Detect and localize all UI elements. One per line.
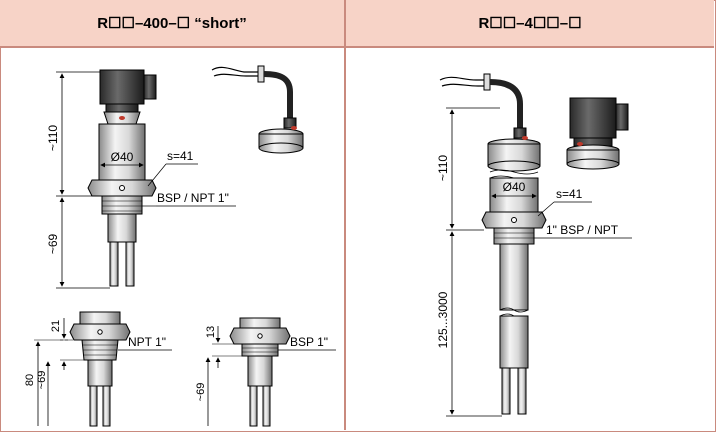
- connector-plug: [143, 74, 157, 100]
- fork-tine-left: [109, 241, 119, 287]
- column-divider: [344, 0, 346, 430]
- dim-thread-bsp: 13: [205, 326, 217, 338]
- dim-length-short: ~69: [46, 233, 60, 254]
- dim-thread-npt: 21: [50, 320, 62, 332]
- connector-head-long: [569, 97, 617, 139]
- diameter-label-long: Ø40: [503, 180, 526, 194]
- sensor-housing: [98, 123, 146, 181]
- fork-tine-right: [125, 241, 135, 287]
- dim-length-bsp: ~69: [195, 383, 207, 402]
- diameter-label: Ø40: [111, 150, 134, 164]
- dim-height-short: ~110: [46, 125, 60, 151]
- npt-variant-drawing: 21 80 ~69 NPT 1": [24, 311, 172, 427]
- cable-connector-drawing: [211, 65, 304, 154]
- thread-label: BSP / NPT 1": [157, 191, 229, 205]
- short-sensor-drawing: ~110 ~69 Ø40 s=41 BSP / NPT 1": [46, 69, 236, 289]
- wrench-size-label: s=41: [167, 149, 194, 163]
- thread-label-npt: NPT 1": [128, 335, 166, 349]
- thread-label-long: 1" BSP / NPT: [546, 223, 619, 237]
- header-short-version: R☐☐–400–☐ “short”: [0, 0, 344, 48]
- wrench-size-label-long: s=41: [556, 187, 583, 201]
- connector-head: [99, 69, 145, 105]
- extension-tube: [499, 243, 529, 311]
- bsp-variant-drawing: 13 ~69 BSP 1": [195, 317, 336, 427]
- dim-length-npt: ~69: [36, 371, 48, 390]
- dim-length-long: 125...3000: [436, 291, 450, 348]
- thread-label-bsp: BSP 1": [290, 335, 328, 349]
- long-sensor-drawing: ~110 125...3000 Ø40 s=41 1" BSP / NPT: [436, 73, 632, 417]
- header-long-version: R☐☐–4☐☐–☐: [346, 0, 714, 48]
- dim-total-npt: 80: [24, 374, 36, 386]
- dim-height-long: ~110: [436, 155, 450, 181]
